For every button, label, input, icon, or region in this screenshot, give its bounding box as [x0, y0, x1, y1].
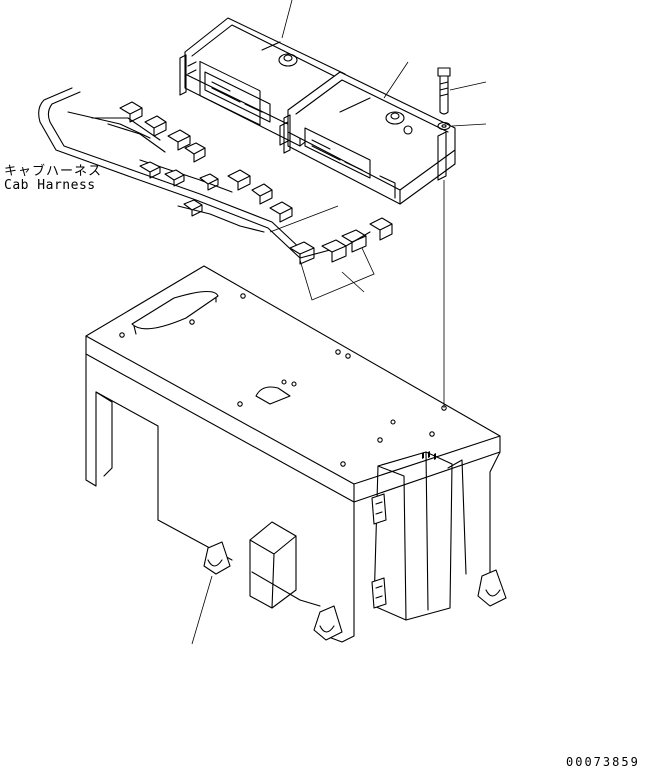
cab-harness-label-en: Cab Harness	[4, 178, 96, 193]
drawing-code: 00073859	[566, 755, 640, 769]
floor-frame	[85, 265, 501, 643]
front-cover-block	[249, 521, 297, 609]
controller-right	[283, 71, 456, 205]
leader-lines	[191, 0, 487, 645]
washer	[437, 121, 451, 131]
mounting-bolt	[437, 67, 451, 115]
mount-feet	[203, 541, 507, 641]
cab-harness	[38, 87, 393, 265]
cab-harness-label-jp: キャブハーネス	[4, 164, 103, 179]
side-cover	[371, 451, 453, 621]
